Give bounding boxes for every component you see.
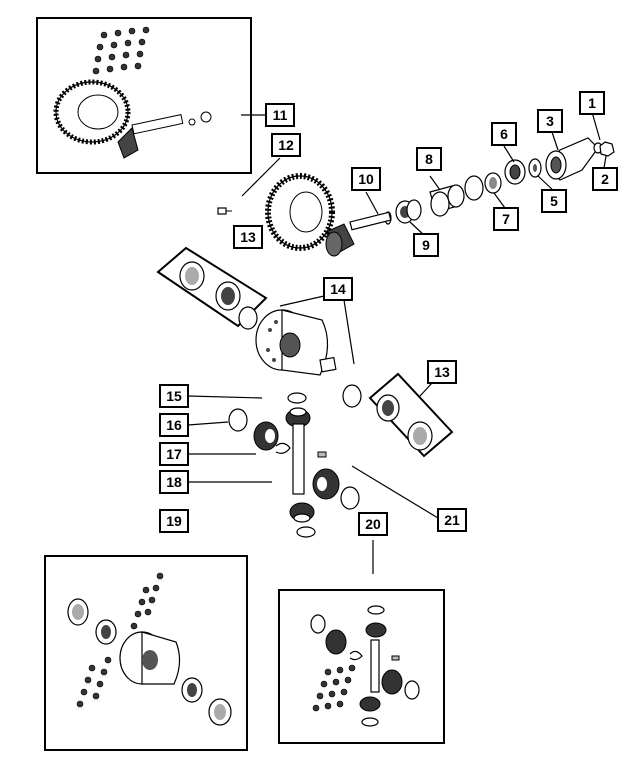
- svg-text:20: 20: [365, 516, 381, 532]
- thrust-washer-right: [340, 486, 360, 510]
- callout-21: 21: [437, 508, 467, 532]
- svg-text:9: 9: [422, 237, 430, 253]
- svg-text:1: 1: [588, 95, 596, 111]
- svg-text:2: 2: [601, 171, 609, 187]
- svg-text:14: 14: [330, 281, 346, 297]
- ring-gear-bolt: [217, 207, 232, 215]
- callout-2: 2: [592, 167, 618, 191]
- svg-text:21: 21: [444, 512, 460, 528]
- callout-16: 16: [159, 413, 189, 437]
- pinion-mate-gear-right: [312, 468, 340, 500]
- svg-text:6: 6: [500, 126, 508, 142]
- svg-text:8: 8: [425, 151, 433, 167]
- svg-text:18: 18: [166, 474, 182, 490]
- pinion-seal-hole: [533, 164, 537, 172]
- side-gear-bottom: [289, 502, 315, 523]
- side-gear-top: [285, 407, 311, 428]
- clip-c: [275, 442, 291, 454]
- inset-ring-pinion-kit: [36, 17, 252, 174]
- callout-15: 15: [159, 384, 189, 408]
- lock-pin: [317, 451, 327, 458]
- thrust-washer-bottom: [296, 526, 316, 538]
- thrust-washer-left: [228, 408, 248, 432]
- pinion-mate-gear-left: [253, 421, 279, 451]
- inner-pinion-bearing: [395, 199, 422, 224]
- differential-internals: [228, 392, 360, 538]
- svg-text:5: 5: [550, 193, 558, 209]
- bearing-race: [464, 175, 484, 201]
- svg-text:10: 10: [358, 171, 374, 187]
- svg-text:19: 19: [166, 513, 182, 529]
- callout-7: 7: [493, 207, 519, 231]
- callout-5: 5: [541, 189, 567, 213]
- callout-17: 17: [159, 442, 189, 466]
- callout-9: 9: [413, 233, 439, 257]
- svg-text:7: 7: [502, 211, 510, 227]
- callout-13-upper: 13: [233, 225, 263, 249]
- pinion-shaft: [292, 423, 305, 495]
- callout-14: 14: [323, 277, 353, 301]
- collapsible-spacer: [429, 184, 465, 217]
- leader-lines: [187, 111, 607, 574]
- svg-text:13: 13: [240, 229, 256, 245]
- pinion-gear: [325, 211, 392, 257]
- thrust-washer-top: [287, 392, 307, 404]
- callout-13-lower: 13: [427, 360, 457, 384]
- pinion-assembly: [325, 137, 615, 257]
- bearing-cup: [484, 172, 502, 194]
- callout-8: 8: [416, 147, 442, 171]
- side-shim-right: [342, 384, 362, 408]
- svg-text:16: 16: [166, 417, 182, 433]
- yoke-flange: [545, 137, 599, 181]
- svg-text:12: 12: [278, 137, 294, 153]
- pinion-nut: [599, 141, 615, 157]
- callout-18: 18: [159, 470, 189, 494]
- side-shim-left: [238, 306, 258, 330]
- callout-11: 11: [265, 103, 295, 127]
- inset-internals-kit: [278, 589, 445, 744]
- bolt-set: [92, 26, 150, 75]
- differential-case: [255, 309, 337, 376]
- callout-20: 20: [358, 512, 388, 536]
- side-bearing-kit-left: [156, 246, 268, 328]
- callout-1: 1: [579, 91, 605, 115]
- callout-12: 12: [271, 133, 301, 157]
- side-bearing-kit-right: [368, 372, 454, 458]
- callout-3: 3: [537, 109, 563, 133]
- svg-text:11: 11: [273, 107, 288, 123]
- pinion-inset: [117, 111, 212, 159]
- svg-text:13: 13: [434, 364, 450, 380]
- svg-text:15: 15: [166, 388, 182, 404]
- callout-10: 10: [351, 167, 381, 191]
- svg-text:17: 17: [166, 446, 182, 462]
- ring-gear: [265, 173, 335, 251]
- outer-pinion-bearing: [504, 159, 526, 185]
- ring-gear-inset: [53, 79, 131, 145]
- svg-text:3: 3: [546, 113, 554, 129]
- inset-case-kit: [44, 555, 248, 751]
- callout-19: 19: [159, 509, 189, 533]
- callout-6: 6: [491, 122, 517, 146]
